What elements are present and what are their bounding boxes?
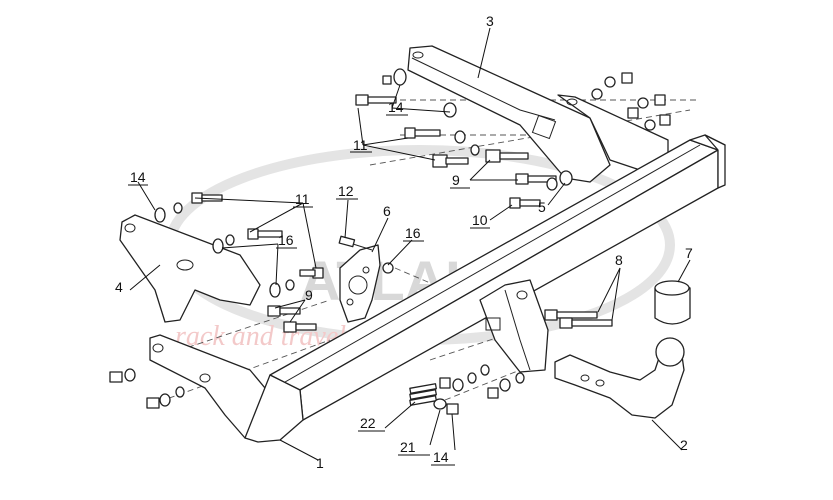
callout-9-left: 9 [305,287,313,303]
callout-8: 8 [615,252,623,268]
callout-labels: 3 14 11 9 5 10 14 11 16 9 4 12 6 16 8 7 … [115,13,693,471]
hitch-receiver-bracket [479,279,549,373]
callout-3: 3 [486,13,494,29]
callout-11-top: 11 [353,137,368,153]
watermark-tagline: rack and travel [175,321,346,352]
callout-4: 4 [115,279,123,295]
callout-14-middle: 16 [278,232,294,248]
callout-16-bottom: 21 [400,439,416,455]
callout-5: 5 [538,199,546,215]
callout-21: 14 [433,449,449,465]
callout-14-top: 14 [388,99,404,115]
callout-22: 22 [360,415,376,431]
callout-9-right: 9 [452,172,460,188]
right-side-bracket [407,45,669,183]
callout-2: 2 [680,437,688,453]
callout-12: 12 [338,183,354,199]
socket-plate-bolt [338,235,373,251]
callout-7: 7 [685,245,693,261]
callout-16-top: 16 [405,225,421,241]
spring-washer-stack [409,383,459,415]
callout-11-left: 11 [295,191,310,207]
tow-ball-neck [554,337,685,419]
callout-14-left: 14 [130,169,146,185]
tow-ball-cap [654,280,691,325]
leader-lines [129,27,691,461]
callout-1: 1 [316,455,324,471]
callout-6: 6 [383,203,391,219]
callout-10: 10 [472,212,488,228]
